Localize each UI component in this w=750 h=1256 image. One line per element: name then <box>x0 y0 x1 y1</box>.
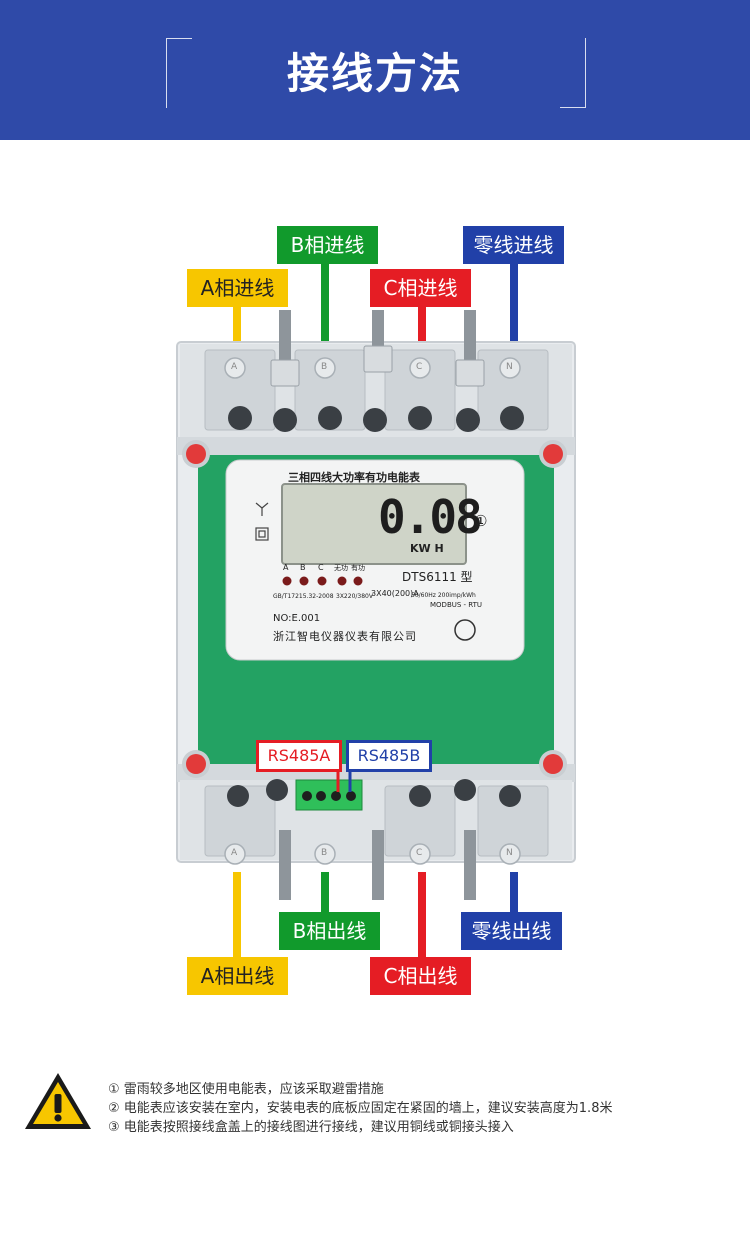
meter-serial: NO:E.001 <box>273 613 321 624</box>
wire-a-out <box>233 872 241 960</box>
meter-model: DTS6111 型 <box>402 570 473 584</box>
terminal-letter-c-bottom: C <box>416 848 423 858</box>
header-banner: 接线方法 <box>0 0 750 140</box>
led-label-reactive: 无功 <box>334 564 348 572</box>
terminal-letter-n-bottom: N <box>506 848 513 858</box>
wire-b-in <box>321 260 329 346</box>
terminal-letter-a-bottom: A <box>231 848 238 858</box>
label-neutral-in: 零线进线 <box>463 226 564 264</box>
wire-n-out <box>510 872 518 914</box>
warning-icon <box>25 1073 91 1129</box>
lcd-reading: 0.08 <box>378 490 483 544</box>
meter-freq-const: 50/60Hz 200imp/kWh <box>411 592 476 599</box>
installation-notes: ① 雷雨较多地区使用电能表，应该采取避雷措施 ② 电能表应该安装在室内，安装电表… <box>108 1080 738 1137</box>
label-rs485b: RS485B <box>346 740 432 772</box>
lcd-unit: KW H <box>410 542 444 555</box>
terminal-letter-c-top: C <box>416 362 423 372</box>
label-c-phase-in: C相进线 <box>370 269 471 307</box>
meter-standard: GB/T17215.32-2008 <box>273 593 334 600</box>
label-b-phase-in: B相进线 <box>277 226 378 264</box>
wire-b-out <box>321 872 329 914</box>
meter-title: 三相四线大功率有功电能表 <box>288 471 420 484</box>
info-badge-icon: ① <box>474 512 488 530</box>
terminal-letter-b-bottom: B <box>321 848 328 858</box>
page-title: 接线方法 <box>286 49 463 98</box>
meter-current: 3X40(200)A <box>371 589 419 598</box>
note-item: ② 电能表应该安装在室内，安装电表的底板应固定在紧固的墙上，建议安装高度为1.8… <box>108 1101 613 1116</box>
header-frame <box>166 38 586 108</box>
meter-voltage: 3X220/380V <box>336 593 373 600</box>
led-label-b: B <box>300 563 306 572</box>
wire-n-in <box>510 260 518 346</box>
wire-c-out <box>418 872 426 960</box>
led-label-active: 有功 <box>351 564 365 572</box>
led-label-c: C <box>318 563 324 572</box>
terminal-letter-b-top: B <box>321 362 328 372</box>
note-item: ① 雷雨较多地区使用电能表，应该采取避雷措施 <box>108 1082 384 1097</box>
led-label-a: A <box>283 563 289 572</box>
terminal-letter-n-top: N <box>506 362 513 372</box>
label-c-phase-out: C相出线 <box>370 957 471 995</box>
terminal-letter-a-top: A <box>231 362 238 372</box>
label-neutral-out: 零线出线 <box>461 912 562 950</box>
label-rs485a: RS485A <box>256 740 342 772</box>
label-a-phase-in: A相进线 <box>187 269 288 307</box>
note-item: ③ 电能表按照接线盒盖上的接线图进行接线，建议用铜线或铜接头接入 <box>108 1120 514 1135</box>
label-b-phase-out: B相出线 <box>279 912 380 950</box>
wire-c-in <box>418 304 426 346</box>
meter-protocol: MODBUS - RTU <box>430 601 483 609</box>
wire-a-in <box>233 304 241 346</box>
label-a-phase-out: A相出线 <box>187 957 288 995</box>
meter-maker: 浙江智电仪器仪表有限公司 <box>273 630 417 643</box>
